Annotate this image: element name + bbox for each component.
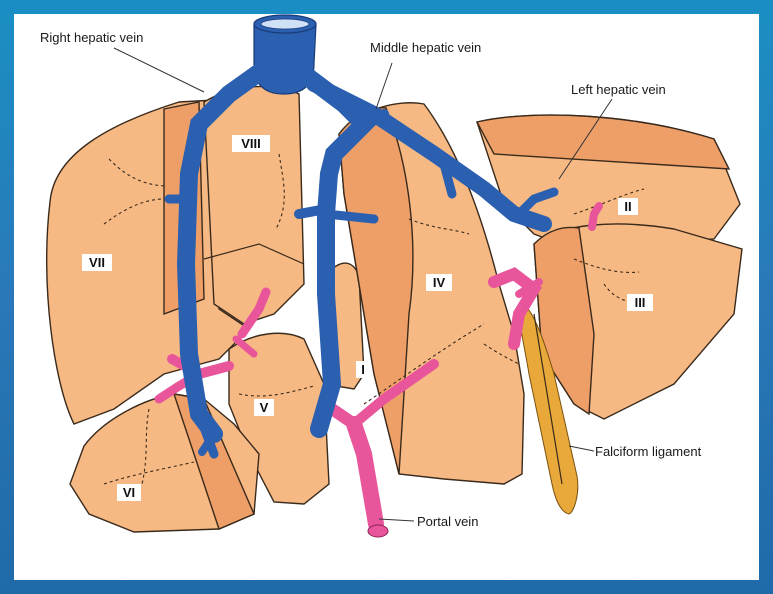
- svg-text:VI: VI: [123, 485, 135, 500]
- label-right-hepatic-vein: Right hepatic vein: [40, 30, 143, 45]
- svg-text:V: V: [260, 400, 269, 415]
- svg-text:VIII: VIII: [241, 136, 261, 151]
- svg-text:IV: IV: [433, 275, 446, 290]
- segment-label-i: I: [356, 361, 370, 378]
- svg-text:II: II: [624, 199, 631, 214]
- label-left-hepatic-vein: Left hepatic vein: [571, 82, 666, 97]
- label-falciform-ligament: Falciform ligament: [595, 444, 702, 459]
- segment-label-v: V: [254, 399, 274, 416]
- liver-segments-diagram: VIII VII V VI I IV II III Right hepatic …: [14, 14, 759, 580]
- segment-label-vi: VI: [117, 484, 141, 501]
- segment-label-iv: IV: [426, 274, 452, 291]
- segment-label-vii: VII: [82, 254, 112, 271]
- segment-viii-lobe: [204, 86, 304, 324]
- segment-label-ii: II: [618, 198, 638, 215]
- figure-panel: VIII VII V VI I IV II III Right hepatic …: [14, 14, 759, 580]
- segment-label-viii: VIII: [232, 135, 270, 152]
- svg-text:III: III: [635, 295, 646, 310]
- segment-label-iii: III: [627, 294, 653, 311]
- svg-text:VII: VII: [89, 255, 105, 270]
- svg-text:I: I: [361, 362, 365, 377]
- label-portal-vein: Portal vein: [417, 514, 478, 529]
- label-middle-hepatic-vein: Middle hepatic vein: [370, 40, 481, 55]
